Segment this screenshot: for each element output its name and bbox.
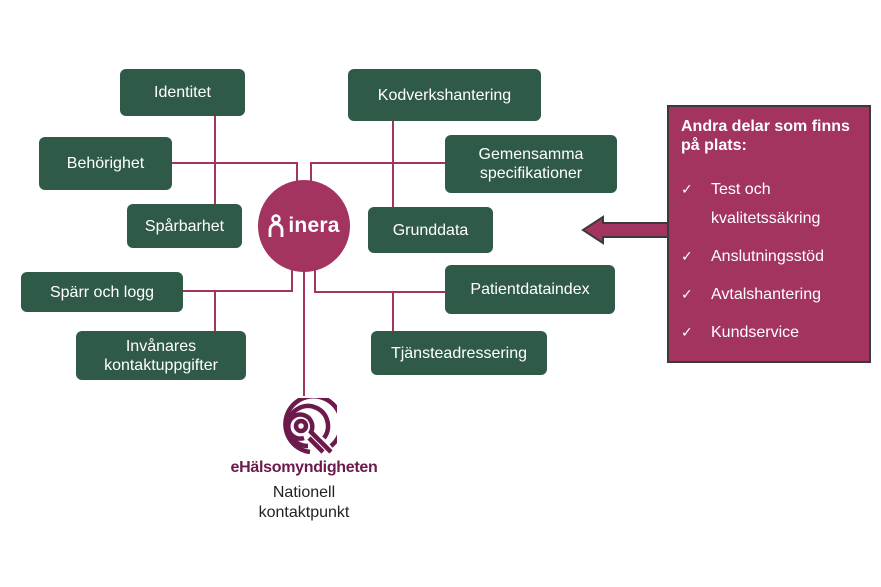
box-sparbarhet: Spårbarhet xyxy=(127,204,242,248)
inera-person-icon xyxy=(268,214,284,237)
box-label: Patientdataindex xyxy=(470,281,590,298)
box-label: Grunddata xyxy=(392,221,469,239)
box-patientdataindex: Patientdataindex xyxy=(445,265,615,314)
box-sparr-och-logg: Spärr och logg xyxy=(21,272,183,312)
connector-gemensamma-hub xyxy=(310,162,446,182)
box-behorighet: Behörighet xyxy=(39,137,172,190)
ehalsomyndigheten-logo-icon xyxy=(283,393,344,455)
side-panel-item: ✓Anslutningsstöd xyxy=(681,242,859,271)
box-label: Invånares kontaktuppgifter xyxy=(104,337,218,374)
ehm-caption: Nationell kontaktpunkt xyxy=(258,484,350,521)
ehalsomyndigheten-block: eHälsomyndigheten Nationell kontaktpunkt xyxy=(228,393,380,523)
box-label: Spärr och logg xyxy=(49,283,155,301)
check-icon: ✓ xyxy=(681,324,693,340)
side-panel-list: ✓Test och kvalitetssäkring ✓Anslutningss… xyxy=(681,175,859,347)
side-panel-item: ✓Avtalshantering xyxy=(681,280,859,309)
arrow-left-icon xyxy=(581,215,669,245)
ehalsomyndigheten-wordmark: eHälsomyndigheten xyxy=(230,459,378,476)
box-tjansteadressering: Tjänsteadressering xyxy=(371,331,547,375)
side-panel-title: Andra delar som finns på plats: xyxy=(681,118,850,154)
box-invanares-kontaktuppgifter: Invånares kontaktuppgifter xyxy=(76,331,246,380)
check-icon: ✓ xyxy=(681,181,693,197)
side-panel: Andra delar som finns på plats: ✓Test oc… xyxy=(667,105,871,363)
box-grunddata: Grunddata xyxy=(368,207,493,253)
box-kodverkshantering: Kodverkshantering xyxy=(348,69,541,121)
connector-sparr-hub xyxy=(183,270,293,292)
connector-patient-hub xyxy=(314,270,446,293)
side-panel-item: ✓Kundservice xyxy=(681,318,859,347)
box-label: Identitet xyxy=(154,84,211,101)
box-identitet: Identitet xyxy=(120,69,245,116)
connector-behorighet-hub xyxy=(172,162,298,182)
hub-inera: inera xyxy=(258,180,350,272)
box-label: Kodverkshantering xyxy=(377,86,512,104)
box-label: Tjänsteadressering xyxy=(390,344,528,362)
box-label: Behörighet xyxy=(66,155,145,172)
check-icon: ✓ xyxy=(681,248,693,264)
hub-logo-text: inera xyxy=(288,214,340,237)
check-icon: ✓ xyxy=(681,286,693,302)
box-gemensamma-specifikationer: Gemensamma specifikationer xyxy=(445,135,617,193)
box-label: Spårbarhet xyxy=(144,217,225,235)
side-panel-item: ✓Test och kvalitetssäkring xyxy=(681,175,859,233)
box-label: Gemensamma specifikationer xyxy=(478,146,584,182)
